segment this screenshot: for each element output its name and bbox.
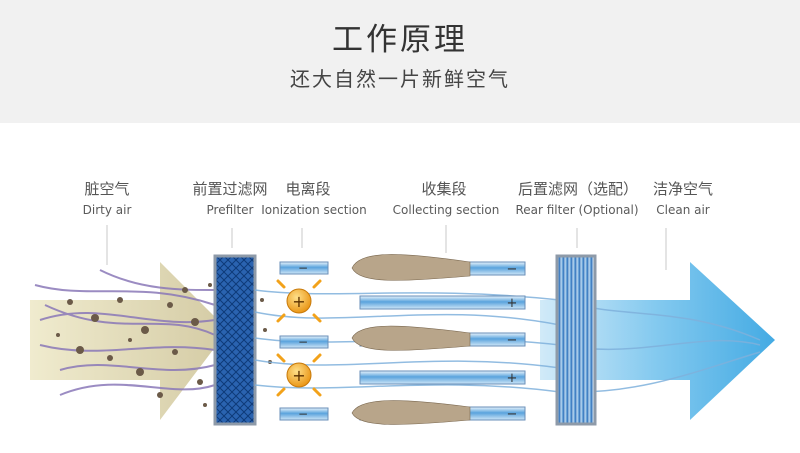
ion-plus-symbol-2: + <box>292 366 305 385</box>
collected-dust <box>351 254 471 425</box>
rear-filter-panel <box>555 254 597 426</box>
label-clean-air-en: Clean air <box>656 203 710 217</box>
ionizer-electrode-top <box>276 279 322 323</box>
dust-particles <box>56 283 272 407</box>
label-collecting-zh: 收集段 <box>421 180 467 198</box>
label-dirty-air-en: Dirty air <box>82 203 132 217</box>
label-rear-filter-en: Rear filter (Optional) <box>515 203 639 217</box>
label-prefilter-zh: 前置过滤网 <box>192 180 268 198</box>
ion-plus-symbol-1: + <box>292 292 305 311</box>
ion-plate-minus-1: − <box>298 261 308 275</box>
plate-minus-3: − <box>507 407 518 422</box>
clean-air-arrow <box>540 262 775 420</box>
label-ionization-en: Ionization section <box>261 203 367 217</box>
label-clean-air-zh: 洁净空气 <box>652 180 714 198</box>
label-collecting-en: Collecting section <box>392 203 500 217</box>
plate-minus-2: − <box>507 333 518 348</box>
page-title: 工作原理 <box>332 22 468 58</box>
plate-minus-1: − <box>507 262 518 277</box>
label-ionization-zh: 电离段 <box>285 180 331 198</box>
ionization-plates <box>279 261 329 421</box>
header-banner: 工作原理 还大自然一片新鲜空气 <box>0 0 800 123</box>
ion-plate-minus-2: − <box>298 335 308 349</box>
page-subtitle: 还大自然一片新鲜空气 <box>290 67 510 91</box>
label-rear-filter-zh: 后置滤网（选配） <box>517 180 639 198</box>
leader-lines <box>106 225 667 270</box>
ionizer-electrode-bottom <box>276 353 322 397</box>
label-prefilter-en: Prefilter <box>206 203 254 217</box>
label-dirty-air-zh: 脏空气 <box>84 180 130 198</box>
ion-plate-minus-3: − <box>298 407 308 421</box>
prefilter-panel <box>213 254 257 426</box>
plate-plus-1: + <box>507 296 518 311</box>
plate-plus-2: + <box>507 371 518 386</box>
